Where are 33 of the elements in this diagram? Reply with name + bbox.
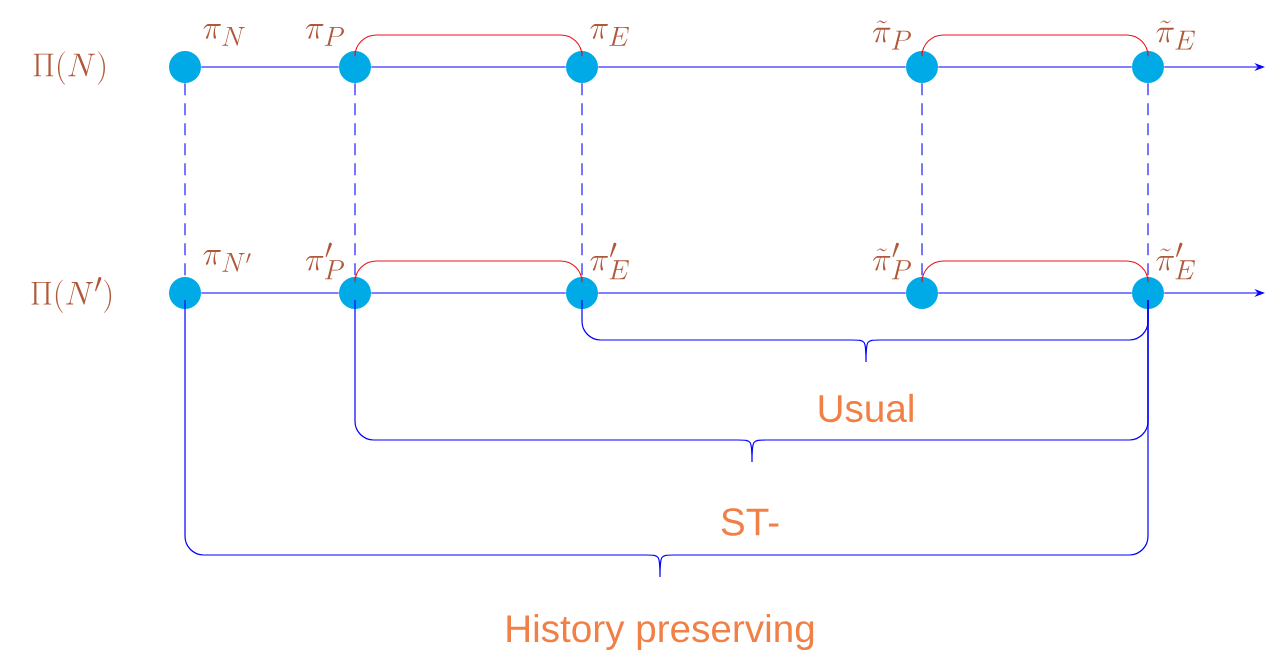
- row-label: $\Pi(N)$: [33, 51, 105, 85]
- axis-line: [937, 292, 1133, 294]
- point-label: $\tilde{\pi}'_E$: [1156, 242, 1195, 280]
- axis-line: [937, 66, 1133, 68]
- point-dot: [566, 51, 598, 83]
- bracket-label: ST-: [721, 508, 779, 536]
- axis-line: [200, 66, 340, 68]
- axis-line: [597, 292, 907, 294]
- point-label: $\pi_P$: [305, 24, 344, 46]
- arc-connector: [354, 34, 583, 57]
- point-dot: [169, 51, 201, 83]
- axis-line: [370, 66, 567, 68]
- point-label: $\pi_E$: [590, 24, 629, 46]
- point-label: $\tilde{\pi}_P$: [872, 20, 911, 50]
- point-dot: [339, 51, 371, 83]
- point-label: $\tilde{\pi}'_P$: [872, 242, 911, 280]
- axis-line: [370, 292, 567, 294]
- axis-line: [597, 66, 907, 68]
- arc-connector: [921, 260, 1149, 283]
- axis-line: [200, 292, 340, 294]
- point-dot: [906, 51, 938, 83]
- point-label: $\pi'_P$: [305, 242, 344, 280]
- bracket-label: Usual: [819, 393, 913, 423]
- row-label: $\Pi(N')$: [31, 277, 112, 313]
- point-label: $\pi'_E$: [590, 242, 629, 280]
- bracket-label: History preserving: [507, 613, 814, 650]
- arc-connector: [921, 34, 1149, 57]
- point-label: $\tilde{\pi}_E$: [1156, 20, 1195, 50]
- point-dot: [1132, 51, 1164, 83]
- point-label: $\pi_{N'}$: [203, 250, 251, 272]
- arc-connector: [354, 260, 583, 283]
- point-dot: [169, 277, 201, 309]
- point-label: $\pi_N$: [203, 24, 245, 46]
